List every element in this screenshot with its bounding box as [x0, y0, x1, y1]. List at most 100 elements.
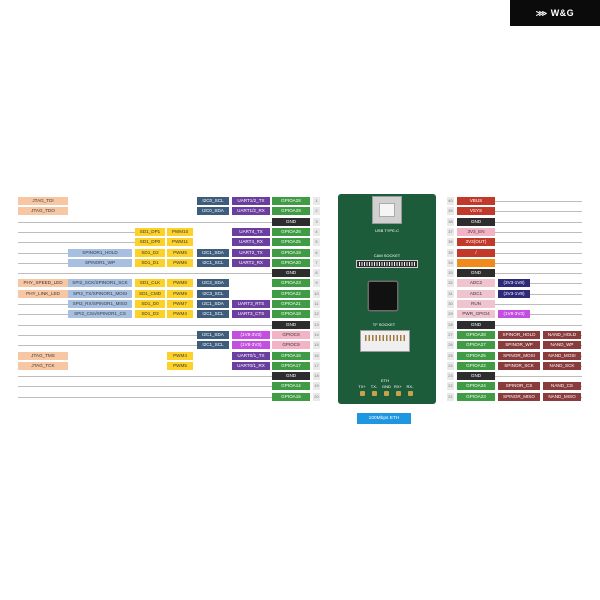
leader-line — [18, 396, 272, 398]
pin-label: SPINOR_MOSI — [498, 351, 540, 360]
pin-number: 35 — [447, 248, 454, 257]
pin-number: 33 — [447, 269, 454, 278]
leader-line — [581, 355, 582, 357]
leader-line — [581, 396, 582, 398]
leader-line — [18, 221, 272, 223]
leader-line — [18, 324, 272, 326]
pin-number: 34 — [447, 258, 454, 267]
pin-label: PWM5 — [167, 248, 193, 257]
pin-label: JTAG_TDI — [18, 197, 68, 205]
pin-label: NAND_MOSI — [543, 351, 581, 360]
pin-label: ADC2 — [457, 279, 495, 288]
eth-pad — [383, 391, 389, 396]
pin-label: UART2_TX — [232, 248, 270, 257]
pin-label: PWM9 — [167, 289, 193, 298]
leader-line — [18, 252, 68, 254]
pin-number: 22 — [447, 382, 454, 391]
pin-label: SPI2_CSn/SPINOR1_CS — [68, 310, 132, 319]
pin-label: SD1_D1 — [135, 258, 165, 267]
pin-number: 5 — [313, 238, 320, 247]
pin-number: 28 — [447, 320, 454, 329]
pin-label: GND — [272, 269, 310, 278]
pin-label: NAND_CS — [543, 382, 581, 391]
pin-number: 10 — [313, 289, 320, 298]
pin-label: GPIOA16 — [272, 351, 310, 360]
pin-number: 13 — [313, 320, 320, 329]
pin-label: PWM4 — [167, 351, 193, 360]
pin-number: 2 — [313, 207, 320, 216]
eth-badge: 100Mbps ETH — [357, 413, 411, 424]
cam-socket — [356, 260, 418, 268]
pin-label: JTAG_TDO — [18, 207, 68, 216]
pin-number: 24 — [447, 361, 454, 370]
pin-label: PWM4 — [167, 310, 193, 319]
pin-label: GPIOA14 — [272, 382, 310, 391]
pin-label: (1V8-3V3) — [232, 330, 270, 339]
pin-label: GPIOA25 — [272, 238, 310, 247]
pin-label: UART3_RTS — [232, 300, 270, 308]
pin-label: SPINOR1_WP — [68, 258, 132, 267]
leader-line — [495, 201, 582, 202]
pin-label: SPINOR_SCK — [498, 361, 540, 370]
pin-label: I2C1_SDA — [197, 330, 229, 339]
pin-label: NAND_WP — [543, 341, 581, 350]
leader-line — [495, 262, 582, 264]
pin-label: / — [457, 248, 495, 257]
pin-label: SPINOR_WP — [498, 341, 540, 350]
usb-label: USB TYPE-C — [375, 228, 399, 233]
pin-label: GPIOA27 — [457, 341, 495, 350]
leader-line — [18, 345, 197, 347]
cam-contacts — [359, 262, 415, 266]
brand-logo: ⋙ W&G — [510, 0, 600, 26]
pin-number: 23 — [447, 372, 454, 381]
tf-socket-label: TF SOCKET — [372, 322, 396, 327]
pin-number: 30 — [447, 300, 454, 308]
pin-number: 3 — [313, 217, 320, 226]
pin-label: NAND_HOLD — [543, 330, 581, 339]
leader-line — [581, 345, 582, 347]
eth-pin-label: TX- — [370, 384, 378, 389]
usb-type-c-connector — [372, 196, 402, 224]
pin-label: SD1_DP0 — [135, 238, 165, 247]
pin-label: RUN — [457, 300, 495, 308]
leader-line — [18, 273, 272, 275]
pin-label: GPIOA25 — [457, 351, 495, 360]
pin-number: 36 — [447, 238, 454, 247]
pin-number: 4 — [313, 227, 320, 236]
pin-label: 3V3_EN — [457, 227, 495, 236]
pin-label: GND — [272, 320, 310, 329]
pin-label: SD1_D3 — [135, 310, 165, 319]
leader-line — [530, 283, 582, 285]
pin-label: UART4_TX — [232, 227, 270, 236]
pin-label: VSYS — [457, 207, 495, 216]
pin-label: I2C1_SDA — [197, 248, 229, 257]
pin-number: 18 — [313, 372, 320, 381]
pin-number: 12 — [313, 310, 320, 319]
pin-number: 6 — [313, 248, 320, 257]
eth-pin-label: TX+ — [358, 384, 366, 389]
eth-label: ETH — [381, 378, 389, 383]
leader-line — [581, 386, 582, 388]
pin-label: GPIOC8 — [272, 330, 310, 339]
leader-line — [18, 376, 272, 378]
leader-line — [495, 324, 582, 326]
pin-label: UART2_RX — [232, 258, 270, 267]
pin-label: SD1_CMD — [135, 289, 165, 298]
pin-label: GND — [272, 372, 310, 381]
leader-line — [495, 242, 582, 244]
pin-label: UART4_RX — [232, 238, 270, 247]
pin-label: UART1/2_TX — [232, 197, 270, 205]
pin-label: UART0/1_TX — [232, 351, 270, 360]
pin-label: I2C3_SCL — [197, 289, 229, 298]
pin-number: 16 — [313, 351, 320, 360]
pin-label: UART0/1_RX — [232, 361, 270, 370]
eth-pad — [371, 391, 377, 396]
pin-number: 14 — [313, 330, 320, 339]
pin-label: GPIOA19 — [272, 248, 310, 257]
pin-label: GPIOA15 — [272, 392, 310, 401]
pin-number: 38 — [447, 217, 454, 226]
usb-port-icon — [379, 203, 395, 217]
leader-line — [495, 211, 582, 213]
pin-number: 39 — [447, 207, 454, 216]
pin-label: PHY_SPEED_LED — [18, 279, 68, 288]
